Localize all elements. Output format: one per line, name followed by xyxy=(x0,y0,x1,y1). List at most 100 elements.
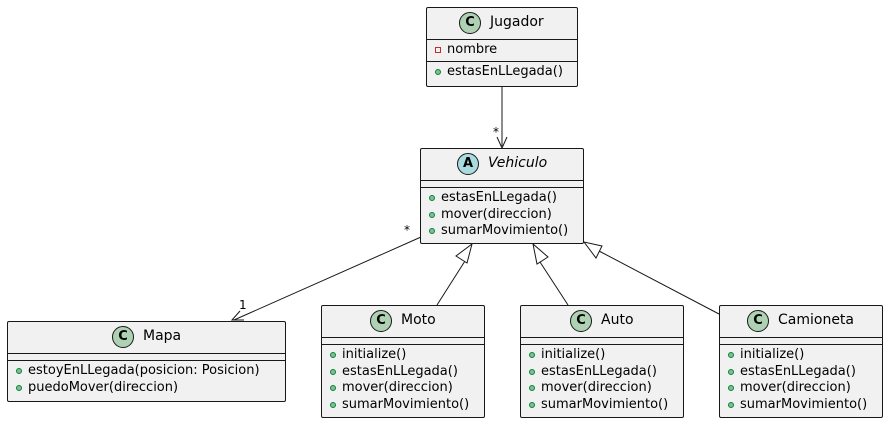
fields-section xyxy=(8,354,285,361)
class-stereotype-icon: C xyxy=(370,310,392,332)
method-row: estasEnLLegada() xyxy=(421,190,583,207)
method-row: mover(direccion) xyxy=(521,380,683,397)
public-visibility-icon xyxy=(330,368,336,375)
method-row: estasEnLLegada() xyxy=(521,364,683,381)
class-stereotype-icon: C xyxy=(459,12,481,34)
class-moto[interactable]: C Moto initialize() estasEnLLegada() mov… xyxy=(321,305,485,418)
fields-section xyxy=(322,338,484,345)
method-row: mover(direccion) xyxy=(322,380,484,397)
class-header: C Auto xyxy=(521,306,683,338)
fields-section xyxy=(521,338,683,345)
method-text: mover(direccion) xyxy=(740,380,851,395)
method-text: estoyEnLLegada(posicion: Posicion) xyxy=(28,363,260,378)
multiplicity-jugador-vehiculo-target: * xyxy=(493,125,499,139)
method-row: puedoMover(direccion) xyxy=(8,380,285,397)
private-visibility-icon xyxy=(435,47,441,53)
class-jugador[interactable]: C Jugador nombre estasEnLLegada() xyxy=(426,7,578,87)
public-visibility-icon xyxy=(16,368,22,374)
method-row: estasEnLLegada() xyxy=(720,364,882,381)
field-row: nombre xyxy=(427,42,577,59)
method-row: sumarMovimiento() xyxy=(421,223,583,240)
method-row: sumarMovimiento() xyxy=(521,397,683,414)
method-text: initialize() xyxy=(740,347,805,362)
method-row: initialize() xyxy=(521,347,683,364)
generalization-camioneta-vehiculo xyxy=(598,250,720,315)
methods-section: initialize() estasEnLLegada() mover(dire… xyxy=(322,345,484,415)
methods-section: initialize() estasEnLLegada() mover(dire… xyxy=(720,345,882,415)
public-visibility-icon xyxy=(728,385,734,391)
inheritance-triangle-auto xyxy=(532,242,549,265)
method-text: estasEnLLegada() xyxy=(441,190,557,205)
abstract-stereotype-icon: A xyxy=(457,153,479,175)
method-text: sumarMovimiento() xyxy=(541,396,669,412)
public-visibility-icon xyxy=(728,352,734,358)
method-row: initialize() xyxy=(322,347,484,364)
method-row: sumarMovimiento() xyxy=(322,397,484,414)
method-row: mover(direccion) xyxy=(421,207,583,224)
methods-section: estasEnLLegada() xyxy=(427,62,577,83)
class-name: Mapa xyxy=(143,328,182,344)
methods-section: estoyEnLLegada(posicion: Posicion) puedo… xyxy=(8,361,285,398)
public-visibility-icon xyxy=(330,352,336,358)
public-visibility-icon xyxy=(529,368,535,375)
public-visibility-icon xyxy=(529,352,535,358)
class-header: C Camioneta xyxy=(720,306,882,338)
method-row: initialize() xyxy=(720,347,882,364)
class-header: A Vehiculo xyxy=(421,149,583,181)
public-visibility-icon xyxy=(16,384,22,391)
generalization-moto-vehiculo xyxy=(436,260,466,306)
public-visibility-icon xyxy=(435,68,441,75)
method-text: sumarMovimiento() xyxy=(342,396,470,412)
multiplicity-vehiculo-mapa-source: * xyxy=(404,223,410,237)
public-visibility-icon xyxy=(429,211,435,218)
class-stereotype-icon: C xyxy=(570,310,592,332)
class-name: Auto xyxy=(601,312,634,328)
arrowhead-vehiculo-mapa xyxy=(230,310,244,321)
method-text: estasEnLLegada() xyxy=(541,363,657,379)
fields-section xyxy=(720,338,882,345)
class-name: Camioneta xyxy=(778,312,855,328)
method-row: sumarMovimiento() xyxy=(720,397,882,414)
method-text: sumarMovimiento() xyxy=(441,223,569,238)
method-text: mover(direccion) xyxy=(342,380,453,395)
public-visibility-icon xyxy=(728,368,734,375)
fields-section: nombre xyxy=(427,40,577,62)
method-row: estoyEnLLegada(posicion: Posicion) xyxy=(8,363,285,380)
methods-section: initialize() estasEnLLegada() mover(dire… xyxy=(521,345,683,415)
field-text: nombre xyxy=(447,42,498,57)
public-visibility-icon xyxy=(330,385,336,391)
class-name: Moto xyxy=(401,312,436,328)
public-visibility-icon xyxy=(429,195,435,201)
class-header: C Jugador xyxy=(427,8,577,40)
methods-section: estasEnLLegada() mover(direccion) sumarM… xyxy=(421,188,583,242)
class-camioneta[interactable]: C Camioneta initialize() estasEnLLegada(… xyxy=(719,305,883,418)
class-name: Jugador xyxy=(490,14,544,30)
fields-section xyxy=(421,181,583,188)
public-visibility-icon xyxy=(529,385,535,391)
public-visibility-icon xyxy=(330,401,336,408)
class-mapa[interactable]: C Mapa estoyEnLLegada(posicion: Posicion… xyxy=(7,321,286,402)
method-text: estasEnLLegada() xyxy=(342,363,458,379)
method-text: estasEnLLegada() xyxy=(447,63,563,79)
method-row: estasEnLLegada() xyxy=(322,364,484,381)
method-text: initialize() xyxy=(342,347,407,362)
generalization-auto-vehiculo xyxy=(539,261,569,306)
inheritance-triangle-moto xyxy=(455,242,473,264)
method-text: puedoMover(direccion) xyxy=(28,379,179,395)
class-name: Vehiculo xyxy=(488,155,548,171)
multiplicity-vehiculo-mapa-target: 1 xyxy=(239,298,247,312)
class-vehiculo[interactable]: A Vehiculo estasEnLLegada() mover(direcc… xyxy=(420,148,584,244)
public-visibility-icon xyxy=(728,401,734,408)
class-header: C Moto xyxy=(322,306,484,338)
inheritance-triangle-camioneta xyxy=(582,241,603,259)
method-text: mover(direccion) xyxy=(441,206,552,222)
public-visibility-icon xyxy=(429,228,435,234)
class-auto[interactable]: C Auto initialize() estasEnLLegada() mov… xyxy=(520,305,684,418)
class-stereotype-icon: C xyxy=(112,326,134,348)
method-text: estasEnLLegada() xyxy=(740,363,856,379)
method-row: mover(direccion) xyxy=(720,380,882,397)
class-stereotype-icon: C xyxy=(747,310,769,332)
association-vehiculo-mapa xyxy=(233,236,422,321)
method-text: initialize() xyxy=(541,347,606,362)
